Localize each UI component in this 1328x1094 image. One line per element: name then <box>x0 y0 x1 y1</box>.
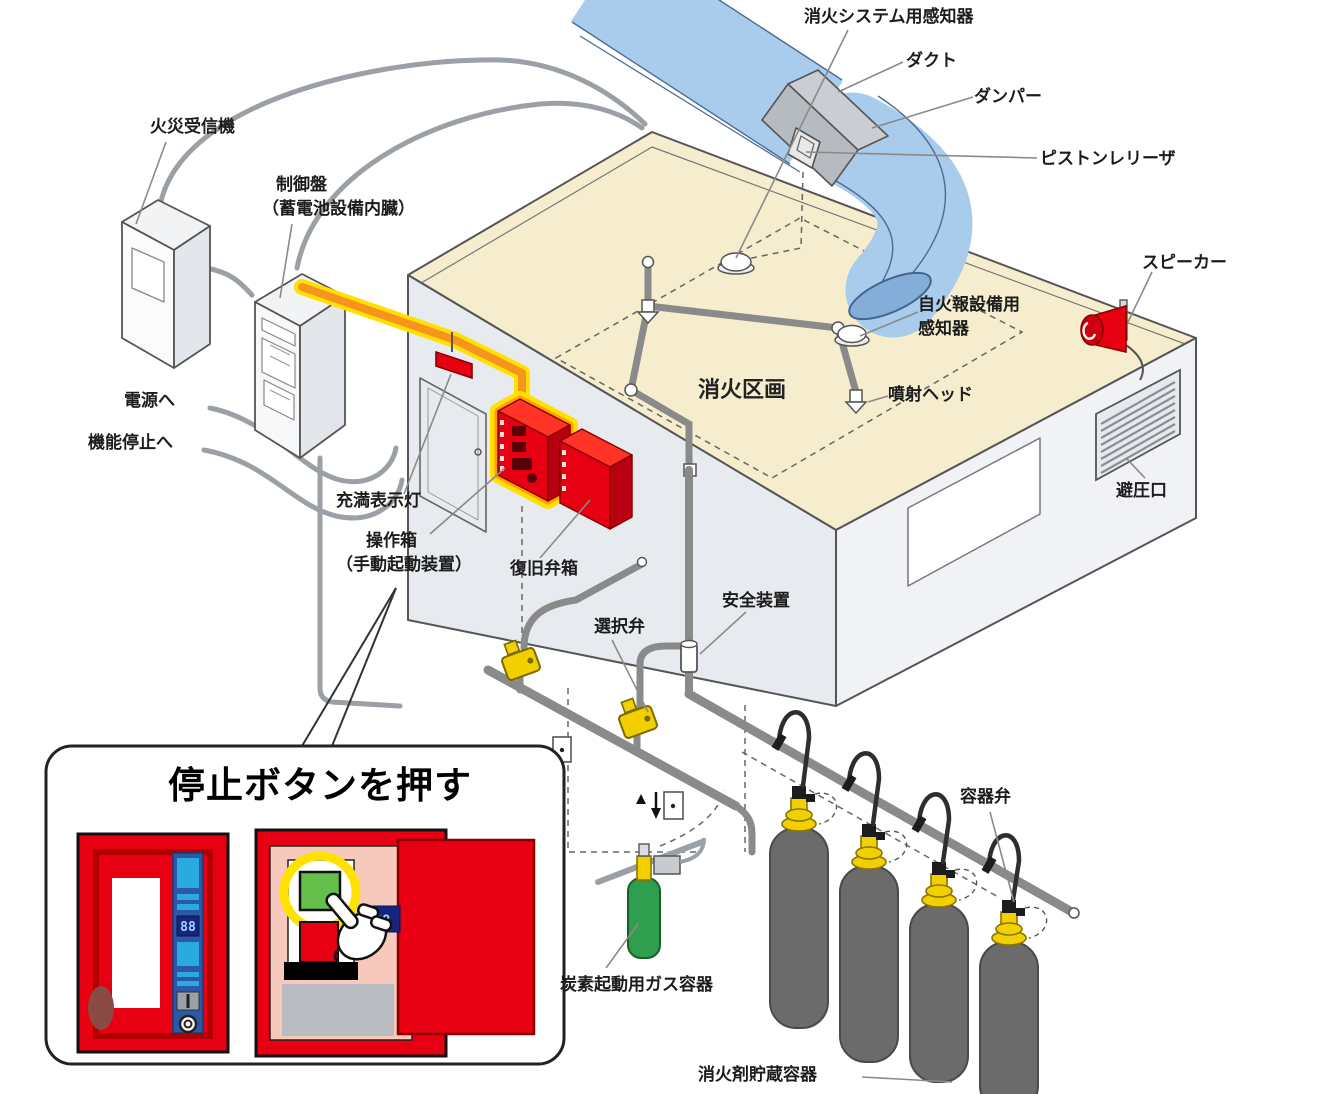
starter-gas-cylinder <box>595 837 706 959</box>
label-full-indicator: 充満表示灯 <box>336 491 421 510</box>
pressure-relief-louver <box>1095 368 1181 482</box>
spray-heads <box>636 299 868 415</box>
pressure-switches <box>552 736 684 820</box>
label-piston-releaser: ピストンレリーザ <box>1040 149 1176 168</box>
label-control-panel-line1: 制御盤 <box>276 175 327 194</box>
panel-open: 88 <box>254 828 536 1058</box>
mid-piping <box>483 466 756 856</box>
full-indicator-lamp <box>435 332 473 380</box>
label-to-power: 電源へ <box>124 391 175 410</box>
leader-lines <box>135 29 1153 1083</box>
callout-title: 停止ボタンを押す <box>168 765 472 806</box>
label-spray-head: 噴射ヘッド <box>888 385 973 404</box>
recovery-valve-box <box>559 428 633 530</box>
fire-receiver-unit <box>121 199 211 369</box>
safety-device <box>680 639 698 673</box>
pipe-cap <box>636 556 648 568</box>
label-auto-detector-line2: 感知器 <box>918 319 969 338</box>
label-to-function-stop: 機能停止へ <box>88 433 173 452</box>
hand-cursor-icon <box>325 892 393 965</box>
callout-box: 88 88 <box>44 744 566 1066</box>
cylinder-loops <box>771 710 1022 903</box>
label-recovery-valve-box: 復旧弁箱 <box>510 559 578 578</box>
callout-pointer <box>301 587 397 747</box>
panel-closed-display: 88 <box>180 920 196 935</box>
start-button[interactable] <box>299 921 339 963</box>
valve-dashed-arcs <box>814 792 1048 939</box>
activation-cable <box>294 279 530 412</box>
container-valves <box>781 786 1027 946</box>
label-operation-box-line2: （手動起動装置） <box>336 555 472 574</box>
label-fire-zone: 消火区画 <box>698 377 787 402</box>
label-starter-gas: 炭素起動用ガス容器 <box>560 975 713 994</box>
manifold <box>684 689 1080 919</box>
label-container-valve: 容器弁 <box>960 787 1011 806</box>
wall-window <box>907 437 1041 587</box>
panel-open-door <box>396 838 536 1036</box>
label-damper: ダンパー <box>974 87 1042 106</box>
label-control-panel-line2: （蓄電池設備内臓） <box>262 199 415 218</box>
label-pressure-relief: 避圧口 <box>1116 481 1167 500</box>
label-fire-receiver: 火災受信機 <box>150 117 235 136</box>
label-safety-device: 安全装置 <box>722 591 790 610</box>
label-fire-system-detector: 消火システム用感知器 <box>804 7 974 26</box>
label-speaker: スピーカー <box>1142 253 1227 272</box>
label-selector-valve: 選択弁 <box>594 617 645 636</box>
door <box>419 377 487 533</box>
panel-closed: 88 <box>76 832 230 1054</box>
operation-box <box>490 391 578 509</box>
cables <box>157 57 648 709</box>
label-auto-detector-line1: 自火報設備用 <box>918 295 1020 314</box>
fire-system-detector-dome <box>717 252 755 275</box>
selector-valves <box>501 639 658 739</box>
label-agent-storage: 消火剤貯蔵容器 <box>698 1065 817 1084</box>
speaker <box>1080 299 1144 381</box>
auto-fire-alarm-detector-dome <box>834 324 870 347</box>
label-operation-box-line1: 操作箱 <box>366 531 417 550</box>
damper <box>761 69 889 187</box>
label-duct: ダクト <box>906 51 957 70</box>
